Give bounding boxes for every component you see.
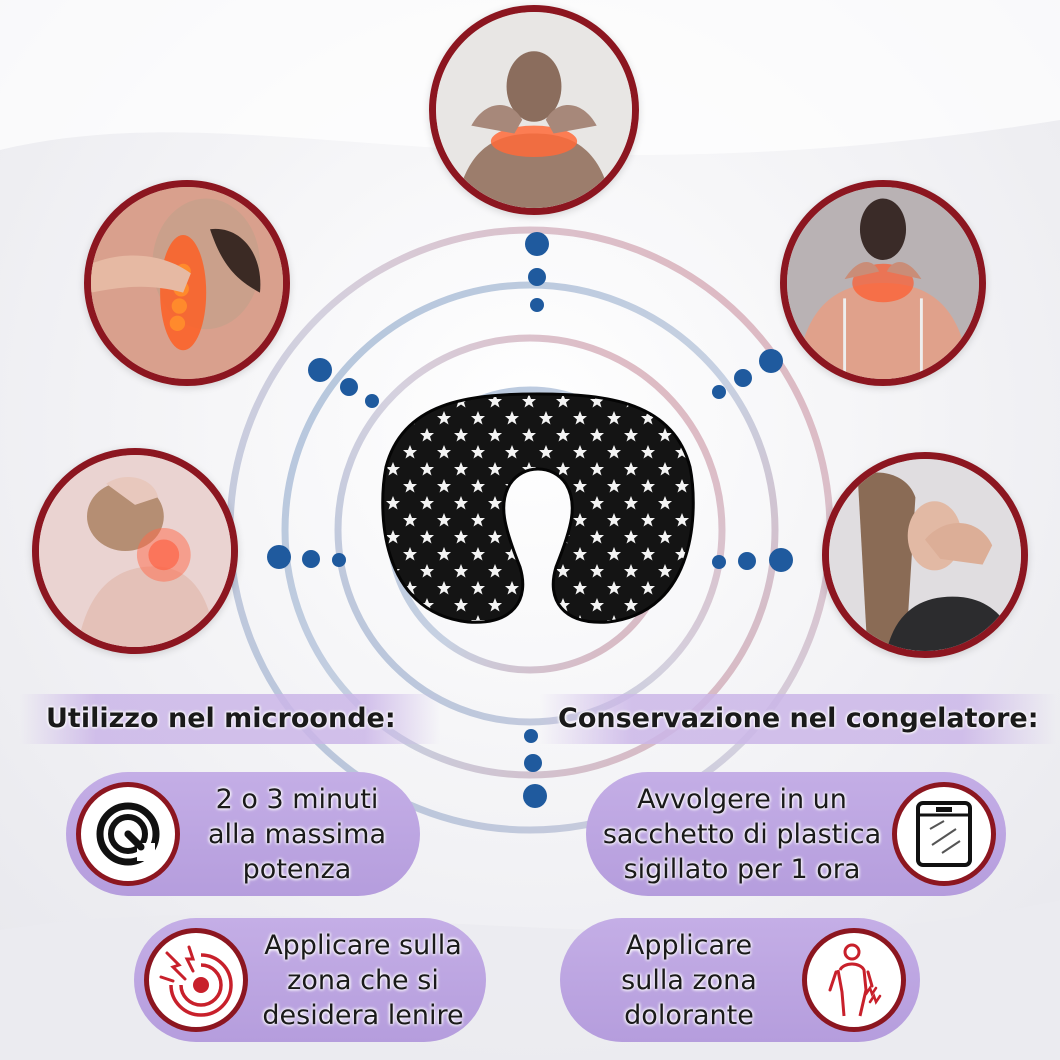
pain-target-icon <box>144 928 248 1032</box>
microwave-instruction-text: 2 o 3 minuti alla massima potenza <box>184 772 410 896</box>
text-line: sacchetto di plastica <box>602 818 882 850</box>
text-line: Applicare sulla <box>264 929 462 961</box>
text-line: Applicare <box>625 929 753 961</box>
text-line: alla massima <box>207 818 386 850</box>
microwave-dial-icon <box>76 782 180 886</box>
apply-sore-area-text: Applicare sulla zona dolorante <box>574 918 804 1042</box>
freezer-instruction-card: Avvolgere in un sacchetto di plastica si… <box>586 772 1006 896</box>
apply-sore-area-card: Applicare sulla zona dolorante <box>560 918 920 1042</box>
freezer-section-title: Conservazione nel congelatore: <box>540 694 1056 744</box>
text-line: potenza <box>242 853 352 885</box>
photo-hand-on-neck <box>822 452 1028 658</box>
apply-soothe-card: Applicare sulla zona che si desidera len… <box>134 918 486 1042</box>
microwave-instruction-card: 2 o 3 minuti alla massima potenza <box>66 772 420 896</box>
sore-back-icon <box>802 928 906 1032</box>
text-line: sulla zona <box>621 964 757 996</box>
photo-neck-shoulders-top <box>429 5 639 215</box>
photo-shoulders-back <box>780 180 986 386</box>
photo-cervical-spine <box>84 180 290 386</box>
text-line: zona che si <box>287 964 439 996</box>
text-line: dolorante <box>624 999 754 1031</box>
photo-head-neck-pain <box>32 448 238 654</box>
text-line: 2 o 3 minuti <box>215 783 379 815</box>
freezer-instruction-text: Avvolgere in un sacchetto di plastica si… <box>592 772 892 896</box>
neck-pillow <box>381 392 695 624</box>
microwave-section-title: Utilizzo nel microonde: <box>20 694 440 744</box>
sealed-bag-icon <box>892 782 996 886</box>
apply-soothe-text: Applicare sulla zona che si desidera len… <box>246 918 480 1042</box>
text-line: desidera lenire <box>262 999 464 1031</box>
text-line: Avvolgere in un <box>637 783 847 815</box>
text-line: sigillato per 1 ora <box>623 853 861 885</box>
